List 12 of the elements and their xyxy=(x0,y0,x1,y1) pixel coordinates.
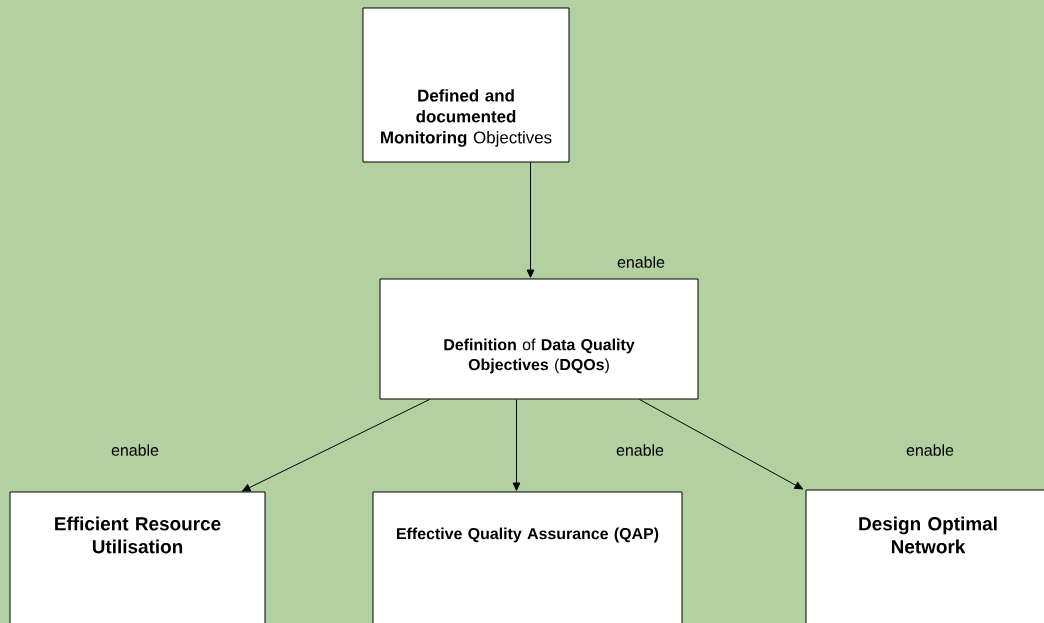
arrow xyxy=(242,399,430,492)
arrow xyxy=(512,399,521,491)
label: enable xyxy=(906,444,954,456)
text-box: Defined and documented Monitoring Objectives xyxy=(362,7,570,163)
label: enable xyxy=(111,444,159,456)
text-box: Efficient Resource Utilisation xyxy=(9,491,266,623)
label: enable xyxy=(616,444,664,456)
text-box: Design Optimal Network xyxy=(805,489,1044,623)
text-box: Definition of Data Quality Objectives (DQOs) xyxy=(379,278,699,400)
text-box: Effective Quality Assurance (QAP) xyxy=(372,491,683,623)
arrow xyxy=(526,162,535,278)
arrow xyxy=(639,399,803,490)
